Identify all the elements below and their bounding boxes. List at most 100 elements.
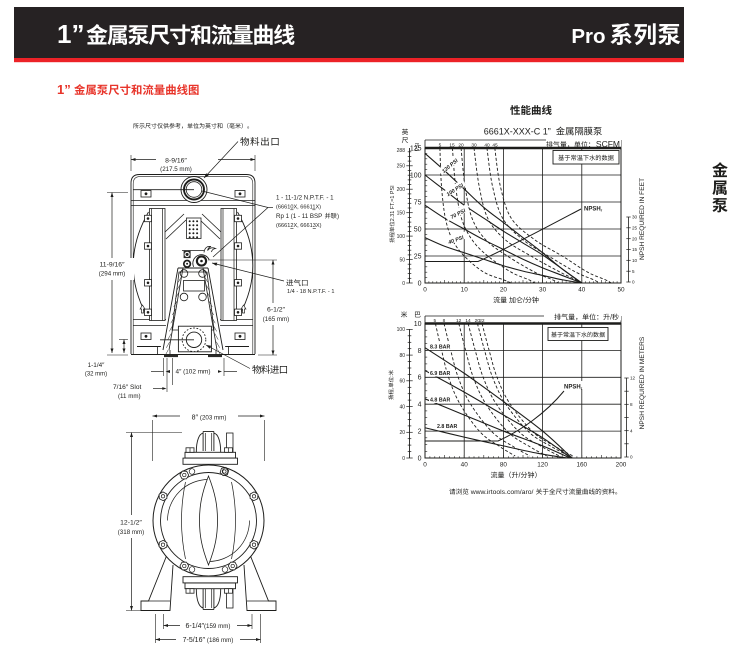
svg-text:2.31 FT.=1 PSI: 2.31 FT.=1 PSI: [390, 185, 396, 221]
svg-text:40: 40: [484, 142, 490, 148]
svg-text:15: 15: [632, 247, 638, 252]
svg-text:12: 12: [456, 318, 462, 324]
svg-text:20: 20: [500, 287, 508, 294]
svg-text:5: 5: [632, 269, 635, 274]
svg-text:(294 mm): (294 mm): [99, 271, 125, 278]
svg-text:125: 125: [410, 145, 422, 152]
svg-text:5: 5: [439, 142, 442, 148]
svg-text:288: 288: [397, 148, 406, 154]
svg-text:250: 250: [397, 164, 406, 170]
svg-text:40 PSI: 40 PSI: [447, 235, 465, 247]
svg-text:45: 45: [492, 142, 498, 148]
svg-text:(217.5 mm): (217.5 mm): [160, 166, 192, 173]
svg-text:4: 4: [418, 402, 422, 409]
svg-text:4″ (102 mm): 4″ (102 mm): [176, 369, 211, 376]
svg-text:(318 mm): (318 mm): [118, 529, 144, 536]
svg-text:(165 mm): (165 mm): [263, 316, 289, 323]
svg-text:0: 0: [630, 455, 633, 460]
svg-text:10: 10: [414, 321, 422, 328]
svg-text:1”: 1”: [57, 82, 71, 97]
svg-text:14: 14: [465, 318, 471, 324]
svg-text:8-9/16″: 8-9/16″: [165, 158, 187, 165]
svg-text:200: 200: [616, 462, 627, 469]
svg-text:PSI: PSI: [415, 143, 421, 151]
svg-text:20: 20: [399, 430, 405, 436]
svg-text:120: 120: [537, 462, 548, 469]
svg-text:12: 12: [630, 376, 636, 381]
svg-text:1”: 1”: [57, 19, 84, 49]
svg-text:0: 0: [418, 280, 422, 287]
svg-text:25: 25: [632, 225, 638, 230]
svg-text:40: 40: [578, 287, 586, 294]
svg-text:8″ (203 mm): 8″ (203 mm): [192, 415, 227, 422]
svg-text:60: 60: [399, 379, 405, 385]
svg-text:(66610X, 66611X): (66610X, 66611X): [276, 205, 321, 211]
svg-text:25: 25: [414, 253, 422, 260]
svg-text:6: 6: [418, 375, 422, 382]
svg-text:0: 0: [632, 280, 635, 285]
svg-text:2.8 BAR: 2.8 BAR: [437, 424, 457, 430]
svg-text:100: 100: [397, 234, 406, 240]
svg-text:6-1/4″(159 mm): 6-1/4″(159 mm): [186, 623, 231, 630]
svg-text:7-5/16″ (186 mm): 7-5/16″ (186 mm): [183, 637, 234, 644]
svg-text:,: ,: [389, 387, 395, 389]
svg-text::: :: [389, 375, 395, 377]
svg-text:6.9 BAR: 6.9 BAR: [430, 371, 450, 377]
svg-text:40: 40: [461, 462, 469, 469]
svg-text:www.irtools.com/aro/: www.irtools.com/aro/: [470, 489, 534, 496]
svg-text:22: 22: [479, 318, 485, 324]
svg-text:/: /: [523, 298, 525, 305]
svg-text:0: 0: [423, 287, 427, 294]
svg-text:0: 0: [423, 462, 427, 469]
svg-text:75: 75: [414, 199, 422, 206]
svg-text:6661X-XXX-C 1”: 6661X-XXX-C 1”: [484, 127, 551, 137]
svg-text:SCFM: SCFM: [596, 139, 620, 149]
svg-text:15: 15: [449, 142, 455, 148]
svg-text:8: 8: [443, 318, 446, 324]
svg-text:12-1/2″: 12-1/2″: [120, 520, 142, 527]
svg-text:20: 20: [475, 318, 481, 324]
svg-text:1-1/4″: 1-1/4″: [88, 362, 106, 369]
svg-text:50: 50: [617, 287, 625, 294]
svg-text:1 - 11-1/2 N.P.T.F. - 1: 1 - 11-1/2 N.P.T.F. - 1: [276, 195, 334, 202]
svg-text:30: 30: [632, 215, 638, 220]
svg-text:NPSHr: NPSHr: [564, 385, 583, 391]
svg-text:30: 30: [539, 287, 547, 294]
svg-text:Pro: Pro: [571, 25, 605, 48]
svg-text:NPSH REQUIRED IN FEET: NPSH REQUIRED IN FEET: [639, 178, 646, 260]
svg-text:150: 150: [397, 211, 406, 217]
svg-text:5: 5: [433, 318, 436, 324]
svg-text:(11 mm): (11 mm): [118, 393, 141, 400]
svg-text:0: 0: [402, 281, 405, 287]
svg-text:4: 4: [630, 428, 633, 433]
svg-text:Rp 1 (1 - 11 BSP: Rp 1 (1 - 11 BSP: [276, 213, 322, 220]
svg-text:100: 100: [397, 327, 406, 333]
svg-text:50: 50: [414, 226, 422, 233]
svg-text:/: /: [519, 473, 521, 480]
svg-text:20: 20: [458, 142, 464, 148]
svg-text:7/16″ Slot: 7/16″ Slot: [113, 384, 142, 391]
svg-text:/: /: [610, 315, 612, 322]
svg-text:0: 0: [402, 456, 405, 462]
svg-text:160: 160: [576, 462, 587, 469]
svg-text:80: 80: [500, 462, 508, 469]
svg-text:80: 80: [399, 353, 405, 359]
svg-text:4.8 BAR: 4.8 BAR: [430, 398, 450, 404]
svg-text:10: 10: [461, 287, 469, 294]
svg-text:50: 50: [399, 257, 405, 263]
svg-text:8: 8: [418, 348, 422, 355]
svg-text:8: 8: [630, 402, 633, 407]
svg-text:6-1/2″: 6-1/2″: [267, 307, 285, 314]
svg-text:(66612X, 66613X): (66612X, 66613X): [276, 223, 322, 229]
svg-text:NPSHr: NPSHr: [584, 207, 603, 213]
svg-text:NPSH REQUIRED IN METERS: NPSH REQUIRED IN METERS: [639, 336, 646, 429]
svg-text:(32 mm): (32 mm): [85, 372, 107, 378]
svg-text:1/4 - 18 N.P.T.F. - 1: 1/4 - 18 N.P.T.F. - 1: [287, 289, 334, 295]
svg-text:30: 30: [471, 142, 477, 148]
svg-text:200: 200: [397, 187, 406, 193]
svg-text:0: 0: [418, 455, 422, 462]
svg-text:20: 20: [632, 236, 638, 241]
svg-text:11-9/16″: 11-9/16″: [100, 262, 126, 269]
svg-text:100: 100: [410, 172, 422, 179]
svg-text:10: 10: [632, 258, 638, 263]
